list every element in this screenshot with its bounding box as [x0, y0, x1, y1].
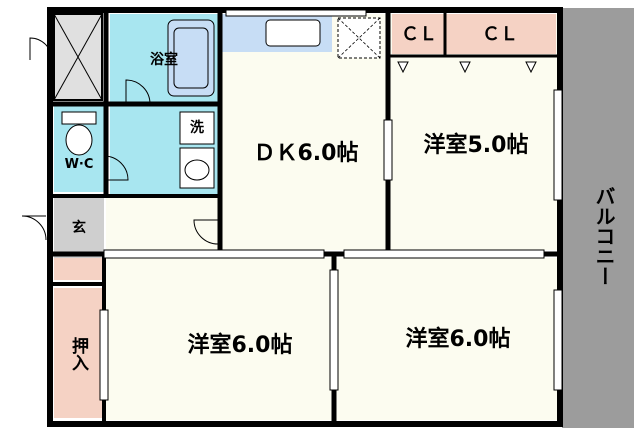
entrance-area [54, 198, 104, 258]
wash-label: 洗 [190, 119, 204, 136]
western-5-label: 洋室5.0帖 [424, 132, 529, 158]
fridge-space [337, 17, 381, 59]
closet-2-label: ＣＬ [482, 24, 518, 45]
bath-label: 浴室 [150, 51, 178, 68]
dk-label: ＤＫ6.0帖 [254, 141, 359, 166]
bathtub [167, 19, 215, 97]
closet-2-area [446, 14, 556, 54]
sink [265, 19, 321, 47]
washer-box [179, 111, 215, 145]
toilet [61, 111, 97, 156]
western-6-left-label: 洋室6.0帖 [188, 332, 293, 358]
windows [99, 9, 563, 401]
oshiire-label: 押入 [68, 336, 89, 371]
oshiire-area [54, 288, 102, 418]
closet-1-area [392, 14, 444, 54]
hall-floor [106, 196, 222, 252]
balcony-label: バルコニー [592, 186, 616, 286]
wc-label: W·C [65, 157, 94, 172]
western-6-left-floor [106, 258, 332, 420]
western-6-right-floor [336, 258, 558, 420]
western-6-right-label: 洋室6.0帖 [406, 326, 511, 352]
door-swings [21, 37, 219, 245]
closet-markers [397, 61, 537, 74]
closet-1-label: ＣＬ [401, 24, 437, 45]
entrance-label: 玄 [72, 219, 86, 236]
balcony-area [562, 8, 634, 428]
washbasin [179, 147, 215, 189]
genkan-step [54, 258, 104, 280]
